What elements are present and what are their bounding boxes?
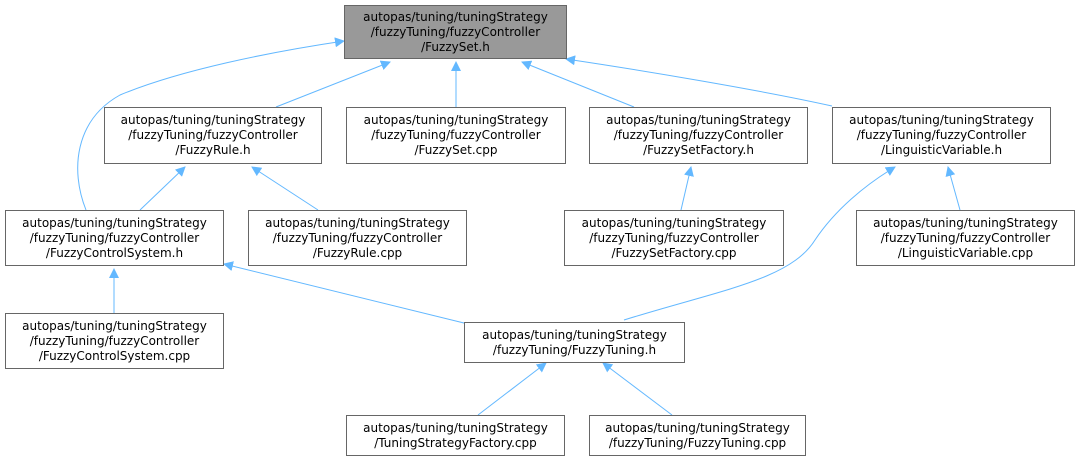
node-fuzzytuning-h[interactable]: autopas/tuning/tuningStrategy /fuzzyTuni… <box>464 322 685 363</box>
edge-fuzzysetfactory-to-fuzzyset <box>521 60 635 108</box>
node-linguisticvariable-cpp[interactable]: autopas/tuning/tuningStrategy /fuzzyTuni… <box>856 210 1075 266</box>
node-line: /FuzzySetFactory.h <box>643 143 754 157</box>
node-line: autopas/tuning/tuningStrategy <box>363 9 548 24</box>
node-line: /FuzzySet.cpp <box>414 143 498 157</box>
node-line: /FuzzyControlSystem.cpp <box>38 348 191 363</box>
edge-tuningstrategyfactory-to-fuzzytuning <box>477 362 547 416</box>
edge-fuzzytuning-to-linguisticvariable <box>623 166 896 321</box>
node-line: /fuzzyTuning/fuzzyController <box>370 24 541 39</box>
node-line: autopas/tuning/tuningStrategy <box>606 113 791 127</box>
edge-fuzzyrule-to-fuzzyset <box>275 60 391 108</box>
node-line: /fuzzyTuning/fuzzyController <box>371 128 541 142</box>
node-line: /fuzzyTuning/fuzzyController <box>29 333 200 348</box>
node-line: /fuzzyTuning/fuzzyController <box>272 230 443 245</box>
node-line: /fuzzyTuning/fuzzyController <box>29 230 200 245</box>
node-line: autopas/tuning/tuningStrategy <box>363 420 548 435</box>
edge-fuzzysetfactorycpp-to-fuzzysetfactory <box>680 166 694 211</box>
edge-fuzzycontrolsystem-to-fuzzyrule <box>139 166 186 211</box>
node-fuzzycontrolsystem-h[interactable]: autopas/tuning/tuningStrategy /fuzzyTuni… <box>5 210 224 266</box>
node-line: /FuzzyRule.cpp <box>312 245 403 260</box>
node-line: /TuningStrategyFactory.cpp <box>374 435 537 450</box>
node-line: /fuzzyTuning/fuzzyController <box>613 128 784 142</box>
node-line: autopas/tuning/tuningStrategy <box>363 113 549 127</box>
node-fuzzyset-cpp[interactable]: autopas/tuning/tuningStrategy /fuzzyTuni… <box>346 107 566 164</box>
node-line: /LinguisticVariable.cpp <box>897 245 1034 260</box>
node-fuzzysetfactory-h[interactable]: autopas/tuning/tuningStrategy /fuzzyTuni… <box>589 107 808 164</box>
node-line: autopas/tuning/tuningStrategy <box>120 113 306 127</box>
node-line: autopas/tuning/tuningStrategy <box>22 318 207 333</box>
node-fuzzycontrolsystem-cpp[interactable]: autopas/tuning/tuningStrategy /fuzzyTuni… <box>5 313 224 369</box>
node-line: /fuzzyTuning/fuzzyController <box>589 230 759 245</box>
edge-linguisticvariablecpp-to-linguisticvariable <box>945 166 961 211</box>
edge-fuzzycontrolsystem-to-fuzzyset <box>77 37 345 211</box>
node-fuzzyrule-cpp[interactable]: autopas/tuning/tuningStrategy /fuzzyTuni… <box>248 210 467 266</box>
node-line: autopas/tuning/tuningStrategy <box>265 215 450 230</box>
node-fuzzytuning-cpp[interactable]: autopas/tuning/tuningStrategy /fuzzyTuni… <box>589 415 806 456</box>
node-line: autopas/tuning/tuningStrategy <box>581 215 767 230</box>
node-fuzzyset-h[interactable]: autopas/tuning/tuningStrategy /fuzzyTuni… <box>344 5 567 59</box>
node-line: /FuzzyControlSystem.h <box>45 245 184 260</box>
node-line: /FuzzyRule.h <box>175 143 251 157</box>
node-line: /fuzzyTuning/FuzzyTuning.h <box>492 342 657 357</box>
edge-linguisticvariable-to-fuzzyset <box>565 55 833 107</box>
edge-fuzzytuning-to-fuzzycontrolsystem <box>223 261 469 325</box>
node-fuzzysetfactory-cpp[interactable]: autopas/tuning/tuningStrategy /fuzzyTuni… <box>564 210 784 266</box>
node-line: /fuzzyTuning/fuzzyController <box>128 128 298 142</box>
node-line: /fuzzyTuning/fuzzyController <box>880 230 1051 245</box>
node-line: autopas/tuning/tuningStrategy <box>849 113 1034 127</box>
node-line: autopas/tuning/tuningStrategy <box>22 215 207 230</box>
edge-fuzzytuningcpp-to-fuzzytuning <box>602 362 673 416</box>
node-fuzzyrule-h[interactable]: autopas/tuning/tuningStrategy /fuzzyTuni… <box>104 107 322 164</box>
node-line: /fuzzyTuning/fuzzyController <box>856 128 1027 142</box>
node-tuningstrategyfactory-cpp[interactable]: autopas/tuning/tuningStrategy /TuningStr… <box>346 415 565 456</box>
node-line: autopas/tuning/tuningStrategy <box>605 420 790 435</box>
node-line: /FuzzySetFactory.cpp <box>611 245 737 260</box>
node-line: /FuzzySet.h <box>421 39 490 54</box>
node-line: /LinguisticVariable.h <box>880 143 1003 157</box>
node-line: autopas/tuning/tuningStrategy <box>482 327 667 342</box>
node-line: /fuzzyTuning/FuzzyTuning.cpp <box>608 435 787 450</box>
node-line: autopas/tuning/tuningStrategy <box>873 215 1058 230</box>
edge-fuzzyrulecpp-to-fuzzyrule <box>251 166 319 211</box>
node-linguisticvariable-h[interactable]: autopas/tuning/tuningStrategy /fuzzyTuni… <box>832 107 1051 164</box>
